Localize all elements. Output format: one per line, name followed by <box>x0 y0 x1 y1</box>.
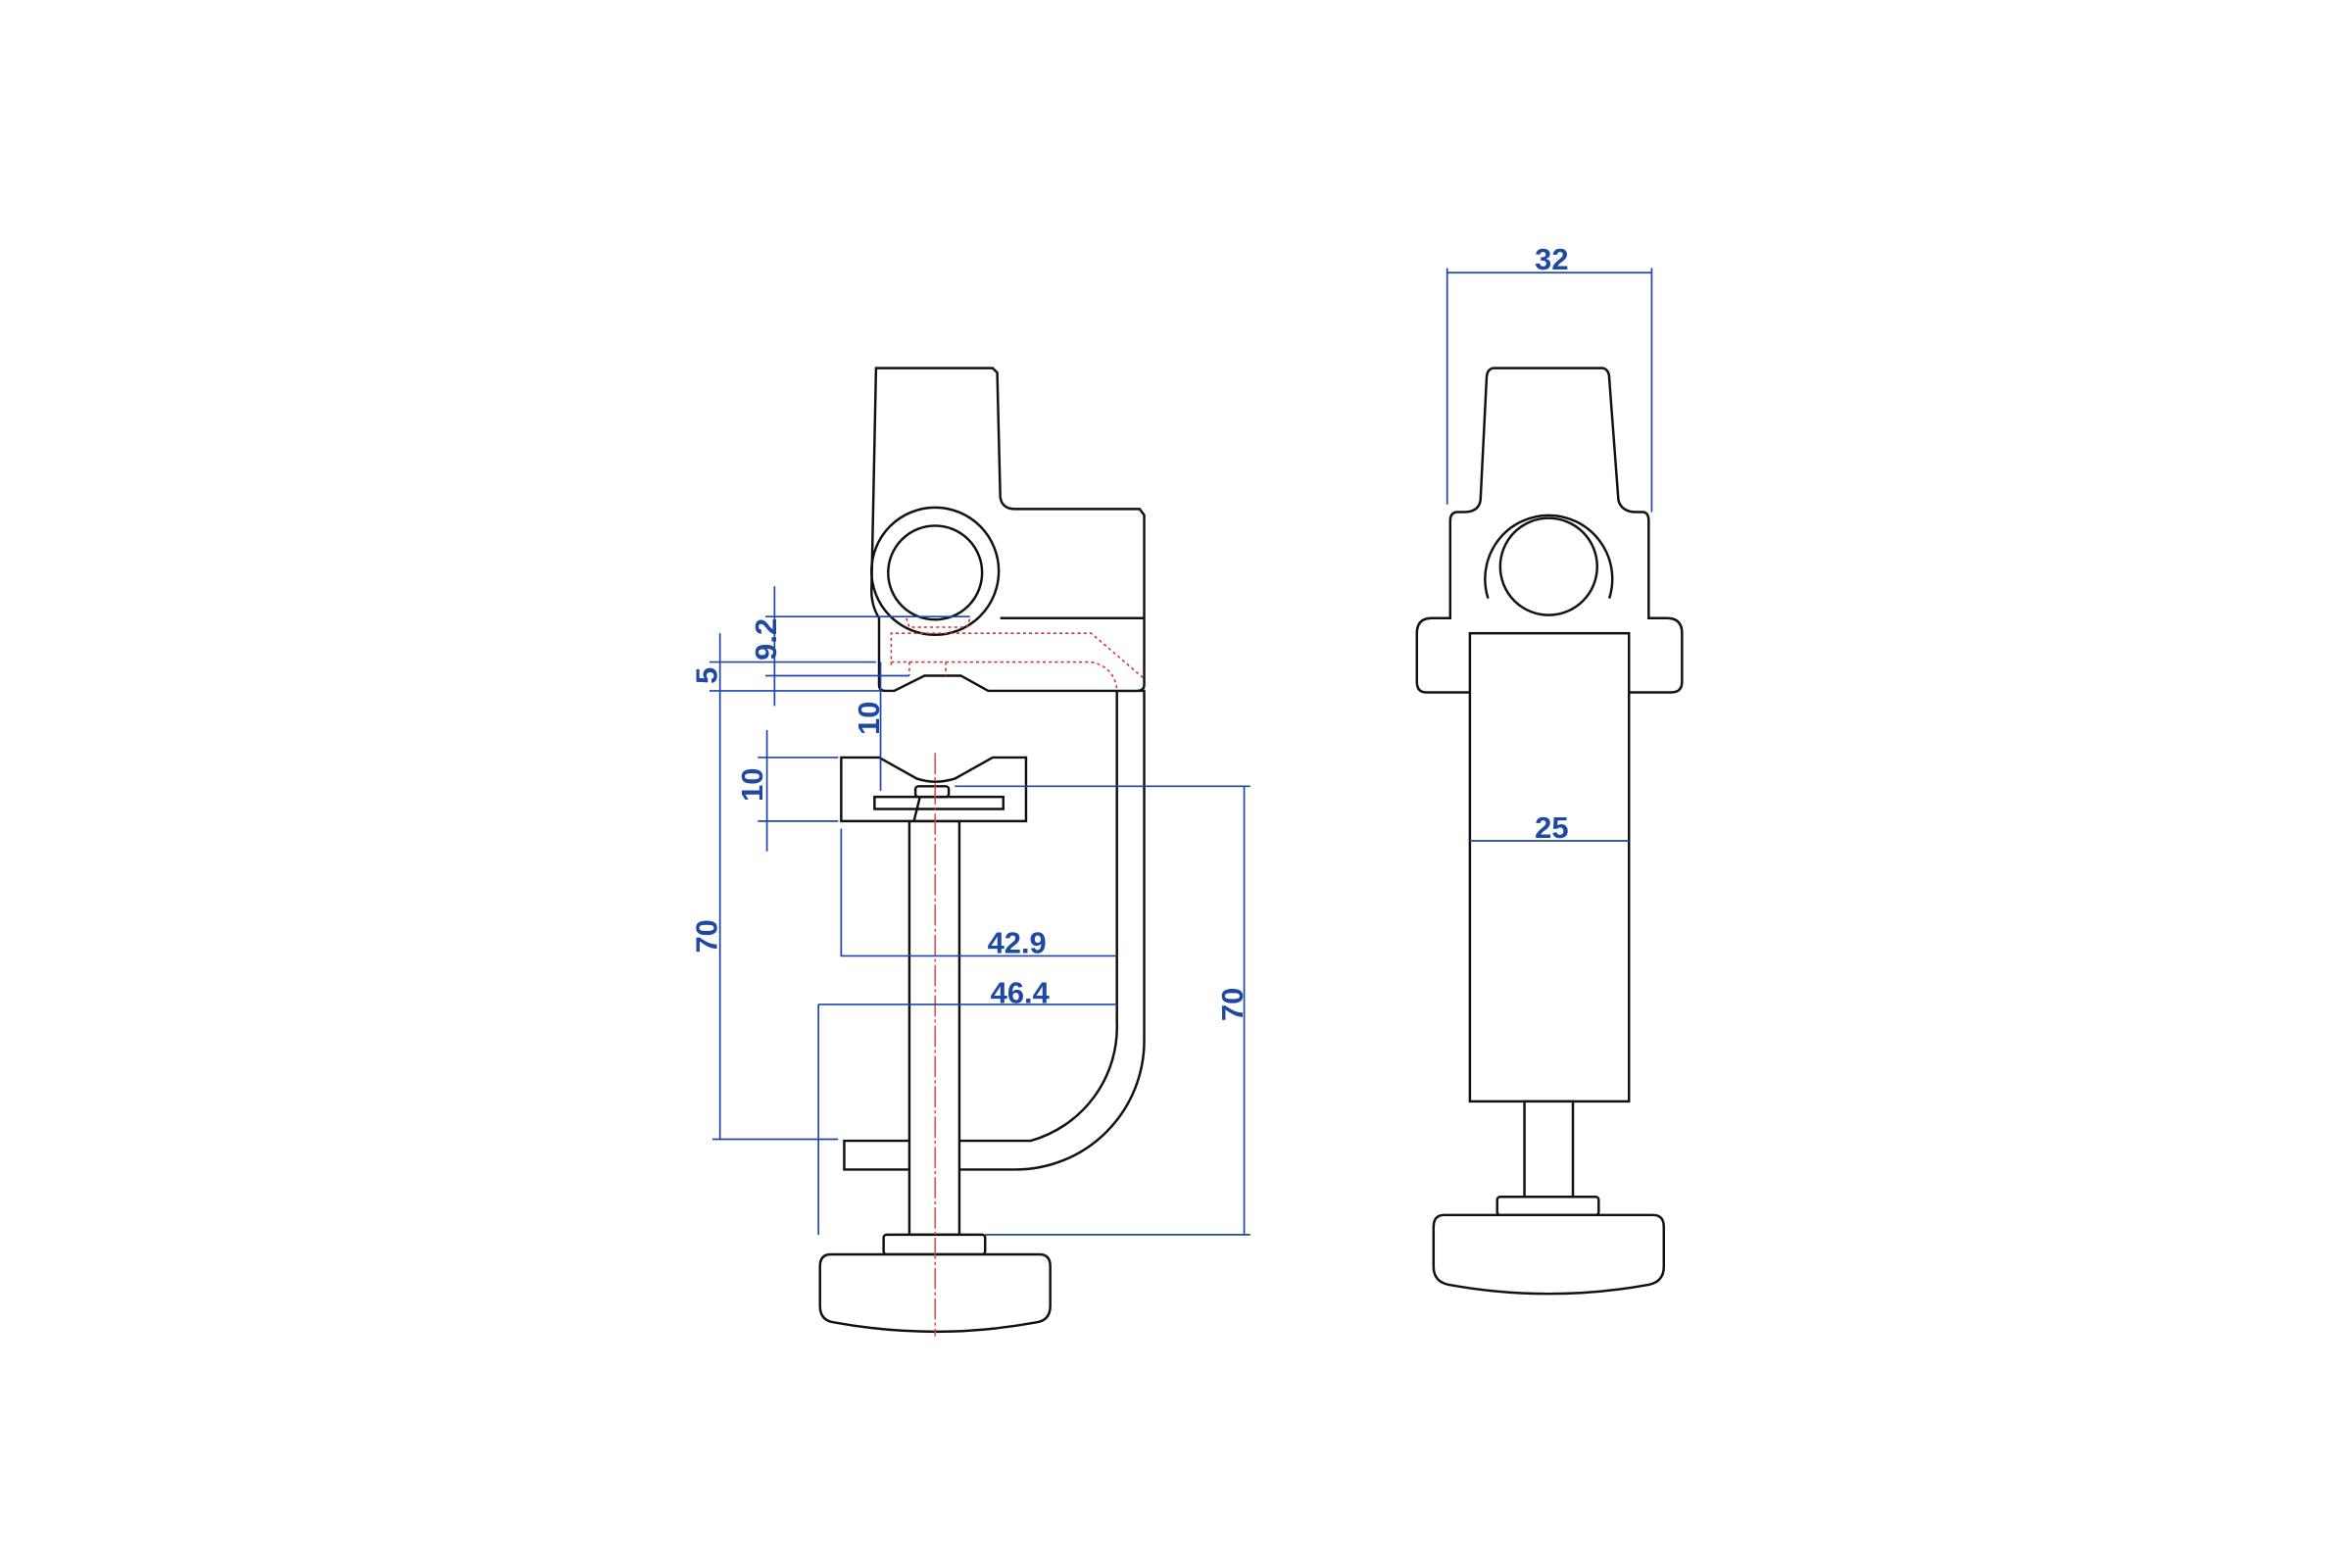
front-knob-collar <box>1495 1196 1600 1217</box>
dim-jaw-step: 5 <box>690 667 724 684</box>
dim-pad-reach: 42.9 <box>988 925 1047 959</box>
dim-opening-left: 70 <box>690 919 724 953</box>
pad-pin <box>912 796 921 822</box>
hidden-channel <box>890 617 1146 690</box>
front-screw-rod <box>1523 1100 1575 1199</box>
dim-opening-right: 70 <box>1215 988 1250 1021</box>
tube-hole-outer <box>870 506 1001 636</box>
clamp-head <box>870 367 1146 693</box>
front-head <box>1415 367 1684 694</box>
front-body <box>1468 631 1631 1103</box>
dim-throat-depth: 46.4 <box>991 975 1051 1009</box>
screw-rod <box>907 819 961 1237</box>
front-dimension-lines <box>1446 268 1653 842</box>
knob-collar <box>882 1233 987 1256</box>
dim-body-width: 25 <box>1535 810 1568 845</box>
pad-nut <box>913 785 951 799</box>
tube-hole-inner <box>887 524 984 621</box>
front-tube-ring <box>1484 514 1614 600</box>
pad-washer <box>873 795 1005 810</box>
side-view: 9.2 5 10 10 70 42.9 46.4 70 <box>690 367 1250 1337</box>
dim-jaw-offset: 9.2 <box>749 618 783 661</box>
dim-pad-height: 10 <box>735 768 769 802</box>
c-frame-arm <box>843 689 1146 1171</box>
dim-upper-gap: 10 <box>852 702 886 735</box>
front-thumb-knob <box>1432 1213 1666 1296</box>
front-tube-hole <box>1498 516 1598 616</box>
dimension-lines <box>709 586 1250 1236</box>
dim-overall-width: 32 <box>1535 242 1568 276</box>
front-view: 32 25 <box>1415 242 1684 1296</box>
